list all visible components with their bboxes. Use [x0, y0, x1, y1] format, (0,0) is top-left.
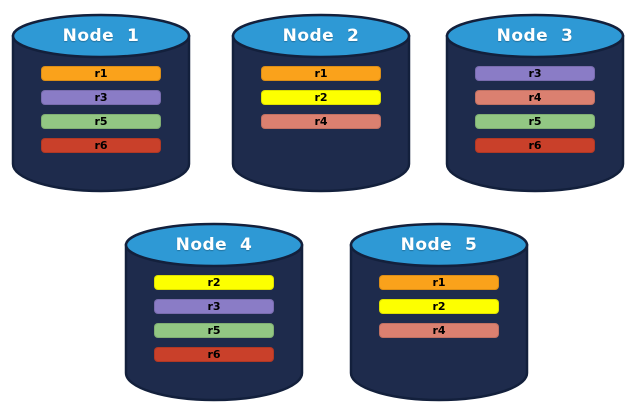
replica-bar: r5	[41, 114, 161, 129]
replica-label: r3	[528, 67, 542, 80]
replica-label: r2	[207, 276, 221, 289]
replica-bar: r6	[154, 347, 274, 362]
replica-label: r3	[207, 300, 221, 313]
replica-label: r3	[94, 91, 108, 104]
replica-bar: r4	[379, 323, 499, 338]
replica-label: r5	[207, 324, 221, 337]
replica-list: r2 r3 r5 r6	[123, 275, 305, 371]
replica-label: r1	[314, 67, 328, 80]
node-label: Node 3	[496, 26, 574, 46]
replica-label: r2	[432, 300, 446, 313]
replica-bar: r2	[261, 90, 381, 105]
db-node: Node 5 r1 r2 r4	[348, 216, 530, 402]
replica-bar: r3	[154, 299, 274, 314]
replica-list: r3 r4 r5 r6	[444, 66, 626, 162]
node-label: Node 5	[400, 235, 478, 255]
replica-label: r4	[314, 115, 328, 128]
replica-bar: r4	[261, 114, 381, 129]
replica-label: r5	[94, 115, 108, 128]
replica-label: r6	[207, 348, 221, 361]
replica-label: r2	[314, 91, 328, 104]
replica-bar: r5	[475, 114, 595, 129]
replica-bar: r6	[41, 138, 161, 153]
replica-list: r1 r2 r4	[230, 66, 412, 138]
node-label: Node 1	[62, 26, 140, 46]
replica-bar: r5	[154, 323, 274, 338]
db-node: Node 2 r1 r2 r4	[230, 7, 412, 193]
node-label: Node 4	[175, 235, 253, 255]
replica-list: r1 r3 r5 r6	[10, 66, 192, 162]
replica-list: r1 r2 r4	[348, 275, 530, 347]
replica-bar: r4	[475, 90, 595, 105]
replica-label: r4	[432, 324, 446, 337]
node-label: Node 2	[282, 26, 360, 46]
replica-bar: r2	[154, 275, 274, 290]
replica-label: r1	[94, 67, 108, 80]
replica-label: r1	[432, 276, 446, 289]
replica-bar: r1	[379, 275, 499, 290]
replica-label: r4	[528, 91, 542, 104]
db-node: Node 3 r3 r4 r5 r6	[444, 7, 626, 193]
replica-label: r5	[528, 115, 542, 128]
db-node: Node 4 r2 r3 r5 r6	[123, 216, 305, 402]
replica-bar: r1	[41, 66, 161, 81]
replica-bar: r2	[379, 299, 499, 314]
replica-bar: r1	[261, 66, 381, 81]
replica-label: r6	[528, 139, 542, 152]
replica-bar: r3	[475, 66, 595, 81]
replica-label: r6	[94, 139, 108, 152]
db-node: Node 1 r1 r3 r5 r6	[10, 7, 192, 193]
replica-bar: r3	[41, 90, 161, 105]
replica-bar: r6	[475, 138, 595, 153]
